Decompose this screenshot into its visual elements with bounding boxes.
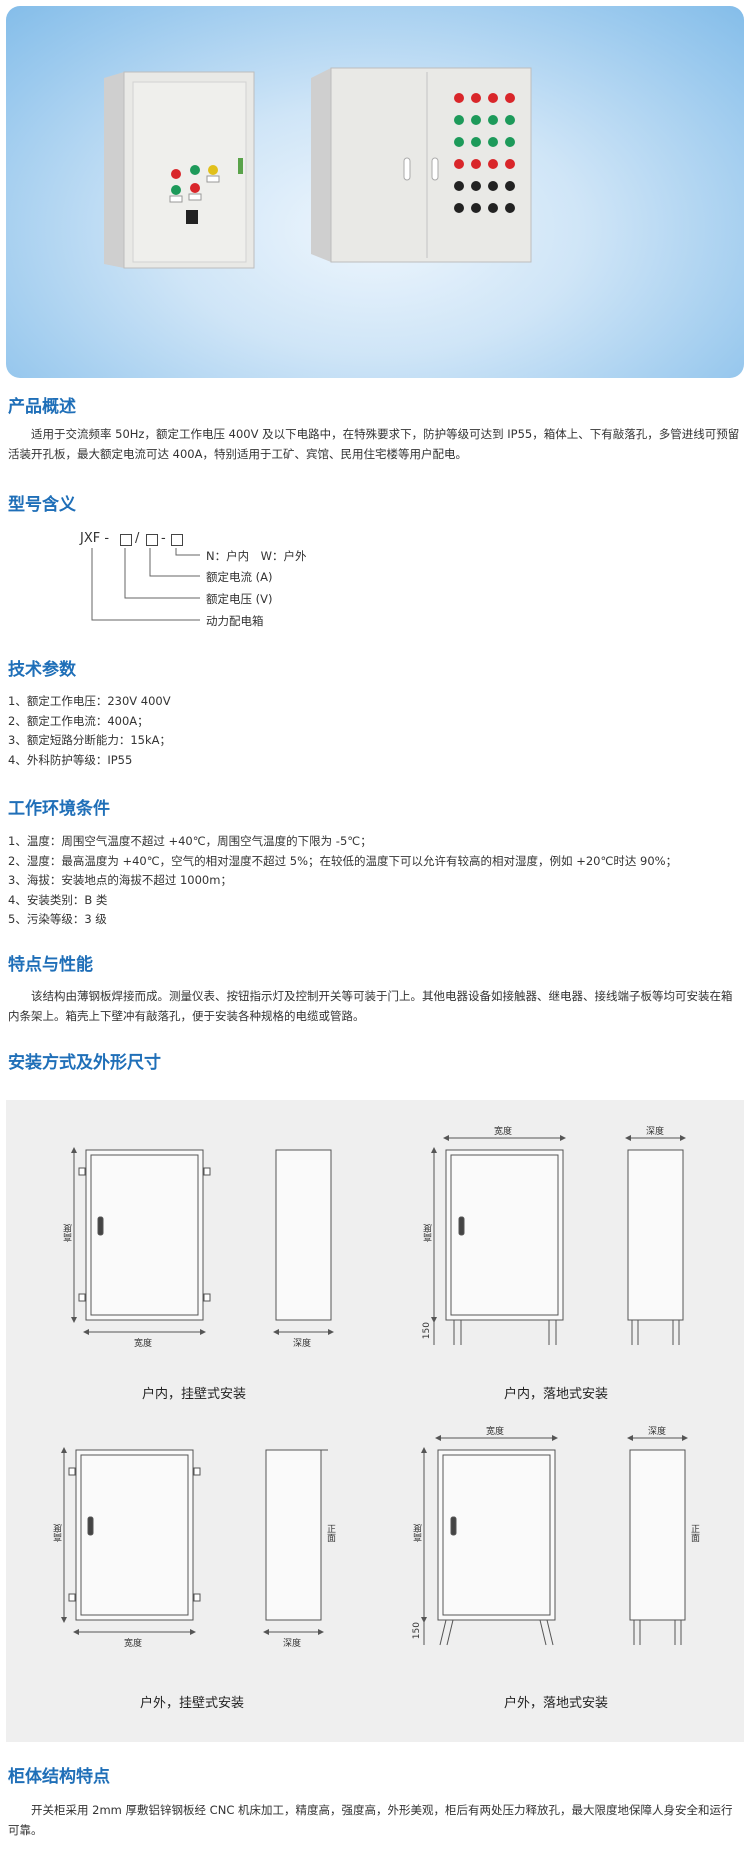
- indoor-wall-side-drawing: [273, 1149, 334, 1335]
- env-title: 工作环境条件: [8, 799, 110, 819]
- features-text: 该结构由薄钢板焊接而成。测量仪表、按钮指示灯及控制开关等可装于门上。其他电器设备…: [8, 989, 733, 1023]
- list-item: 2、额定工作电流：400A；: [8, 713, 149, 728]
- caption-indoor-floor: 户内，落地式安装: [504, 1387, 609, 1402]
- overview-title: 产品概述: [8, 397, 76, 417]
- installation-diagrams: 宽度 深度 高度 宽度 深度 高度 150 宽度 深度 高度 正面 宽度 深度 …: [6, 1100, 744, 1742]
- structure-text: 开关柜采用 2mm 厚敷铝锌钢板经 CNC 机床加工，精度高，强度高，外形美观，…: [8, 1803, 733, 1837]
- indoor-floor-front-drawing: [431, 1135, 566, 1345]
- indoor-wall-front-drawing: [71, 1147, 211, 1335]
- dim-width-label: 宽度: [124, 1639, 143, 1649]
- caption-indoor-wall: 户内，挂壁式安装: [142, 1387, 247, 1402]
- dim-height-label: 高度: [54, 1524, 64, 1542]
- outdoor-wall-front-drawing: [61, 1447, 201, 1635]
- outdoor-floor-side-drawing: [627, 1435, 688, 1645]
- dim-front-label: 正面: [325, 1524, 335, 1542]
- model-box-1: [120, 534, 132, 546]
- list-item: 4、外科防护等级：IP55: [8, 752, 133, 767]
- product-hero-image: [6, 6, 744, 378]
- list-item: 2、湿度：最高温度为 +40℃，空气的相对湿度不超过 5%；在较低的温度下可以允…: [8, 853, 678, 868]
- caption-outdoor-floor: 户外，落地式安装: [504, 1696, 609, 1711]
- list-item: 5、污染等级：3 级: [8, 912, 107, 926]
- outdoor-floor-front-drawing: [421, 1435, 558, 1646]
- product-photo: [104, 67, 532, 269]
- overview-text: 适用于交流频率 50Hz，额定工作电压 400V 及以下电路中，在特殊要求下，防…: [8, 427, 740, 461]
- large-cabinet-illustration: [311, 67, 532, 263]
- caption-outdoor-wall: 户外，挂壁式安装: [140, 1696, 245, 1711]
- structure-title: 柜体结构特点: [8, 1767, 110, 1787]
- model-label-voltage: 额定电压 (V): [206, 592, 273, 606]
- model-meaning-diagram: JXF - / - N：户内 W：户外 额定电流 (A) 额定电压 (V) 动力…: [0, 0, 750, 628]
- dim-depth-label: 深度: [646, 1127, 665, 1137]
- list-item: 1、温度：周围空气温度不超过 +40℃，周围空气温度的下限为 -5℃；: [8, 834, 372, 848]
- model-box-3: [171, 534, 183, 546]
- model-code-prefix: JXF -: [80, 531, 110, 546]
- dim-150-label: 150: [412, 1622, 422, 1640]
- env-list: 1、温度：周围空气温度不超过 +40℃，周围空气温度的下限为 -5℃； 2、湿度…: [8, 832, 677, 930]
- model-slash: /: [135, 531, 140, 546]
- features-title: 特点与性能: [8, 955, 93, 975]
- tech-title: 技术参数: [8, 660, 76, 680]
- small-cabinet-illustration: [104, 71, 255, 269]
- model-leader-lines: [91, 548, 200, 621]
- list-item: 3、海拔：安装地点的海拔不超过 1000m；: [8, 873, 232, 887]
- tech-list: 1、额定工作电压：230V 400V 2、额定工作电流：400A； 3、额定短路…: [8, 692, 171, 770]
- model-label-current: 额定电流 (A): [206, 570, 273, 584]
- installation-drawings: [61, 1135, 688, 1646]
- dim-height-label: 高度: [414, 1524, 424, 1542]
- model-box-2: [146, 534, 158, 546]
- dim-depth-label: 深度: [283, 1639, 302, 1649]
- list-item: 1、额定工作电压：230V 400V: [8, 694, 171, 708]
- dim-width-label: 宽度: [134, 1339, 153, 1349]
- model-label-type: 动力配电箱: [206, 614, 264, 628]
- dim-width-label: 宽度: [486, 1427, 505, 1437]
- dim-height-label: 高度: [424, 1224, 434, 1242]
- dim-depth-label: 深度: [293, 1339, 312, 1349]
- install-title: 安装方式及外形尺寸: [8, 1053, 161, 1073]
- dim-height-label: 高度: [64, 1224, 74, 1242]
- dim-depth-label: 深度: [648, 1427, 667, 1437]
- dim-150-label: 150: [422, 1322, 432, 1340]
- model-label-location: N：户内 W：户外: [206, 549, 307, 563]
- model-title: 型号含义: [8, 495, 76, 515]
- indoor-floor-side-drawing: [625, 1135, 686, 1345]
- outdoor-wall-side-drawing: [263, 1449, 328, 1635]
- dim-front-label: 正面: [689, 1524, 699, 1542]
- dim-width-label: 宽度: [494, 1127, 513, 1137]
- list-item: 4、安装类别：B 类: [8, 892, 108, 907]
- model-dash: -: [161, 531, 166, 546]
- list-item: 3、额定短路分断能力：15kA；: [8, 733, 171, 747]
